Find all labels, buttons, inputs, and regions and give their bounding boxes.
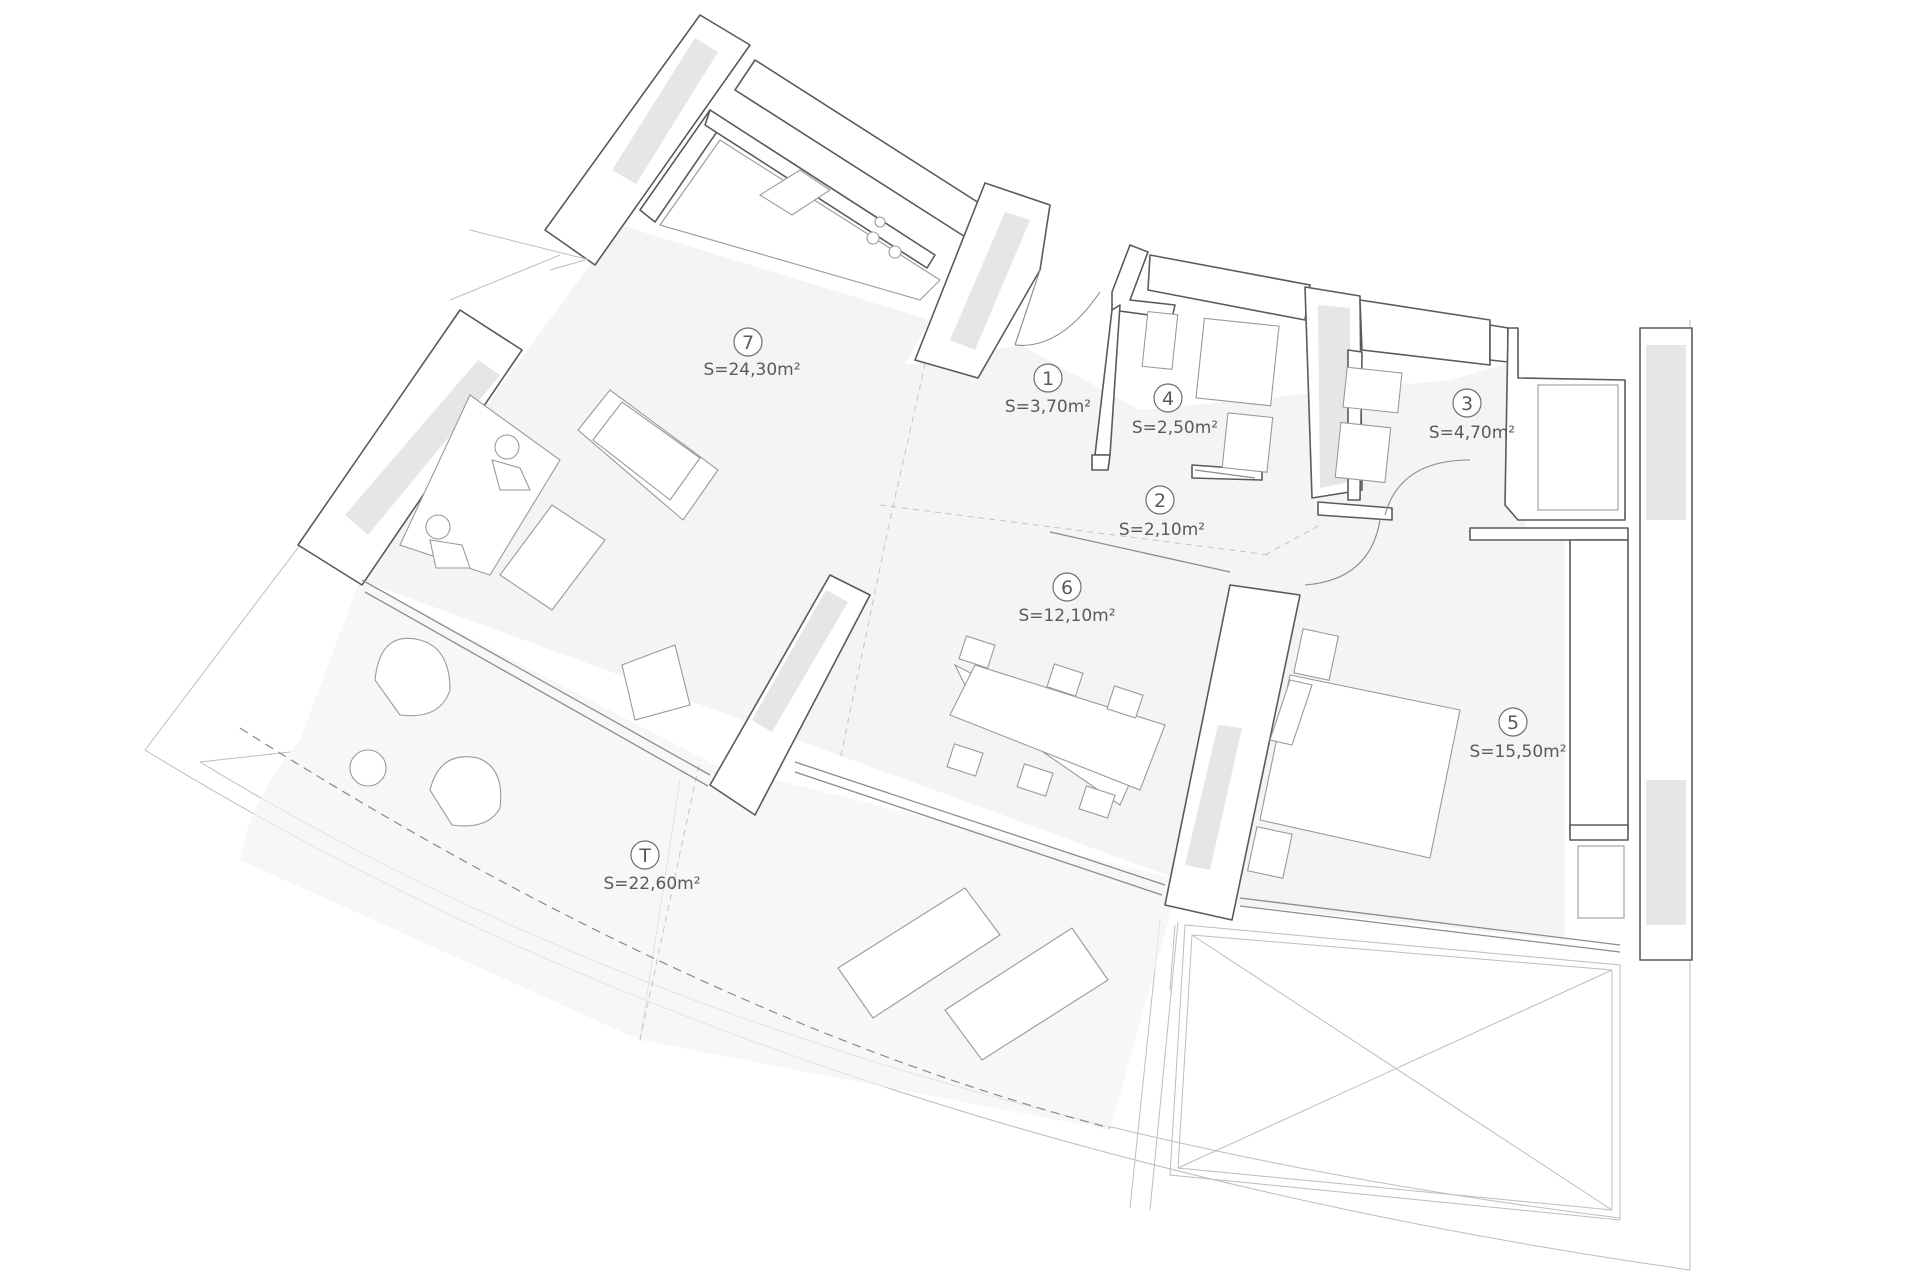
room-label-6: 6 S=12,10m² — [1018, 572, 1116, 626]
sofa-corner — [399, 394, 561, 576]
terrace-furniture — [349, 637, 1109, 1061]
glazing — [361, 469, 1621, 953]
coffee-table — [499, 504, 606, 611]
room-number: 1 — [1042, 368, 1054, 390]
bed — [1246, 628, 1461, 879]
room-area: S=24,30m² — [703, 360, 800, 380]
room-area: S=2,10m² — [1119, 520, 1205, 540]
dining-table — [946, 635, 1166, 819]
kitchen-counter — [659, 139, 941, 301]
room-area: S=12,10m² — [1018, 606, 1115, 626]
zone-divisions — [239, 319, 1321, 1129]
armchair — [621, 644, 691, 721]
room-number: T — [638, 845, 651, 867]
walls — [297, 14, 1693, 961]
room-label-3: 3 S=4,70m² — [1429, 388, 1515, 443]
room-area: S=22,60m² — [603, 874, 700, 894]
room-number: 4 — [1162, 388, 1174, 410]
doors — [1014, 269, 1471, 586]
room-label-2: 2 S=2,10m² — [1119, 485, 1205, 540]
balcony-right — [1169, 924, 1621, 1221]
room-number: 2 — [1154, 490, 1166, 512]
room-label-7: 7 S=24,30m² — [703, 327, 801, 380]
bathroom-fixtures — [1141, 310, 1625, 919]
room-number: 6 — [1061, 577, 1073, 599]
room-number: 7 — [742, 332, 754, 354]
room-number: 5 — [1507, 712, 1519, 734]
sofa-large — [577, 389, 719, 521]
room-area: S=4,70m² — [1429, 423, 1515, 443]
room-label-1: 1 S=3,70m² — [1005, 363, 1091, 417]
room-label-T: T S=22,60m² — [603, 840, 701, 894]
room-area: S=3,70m² — [1005, 397, 1091, 417]
room-number: 3 — [1461, 393, 1473, 415]
room-label-5: 5 S=15,50m² — [1469, 707, 1567, 762]
room-area: S=15,50m² — [1469, 742, 1566, 762]
room-label-4: 4 S=2,50m² — [1132, 383, 1218, 438]
room-area: S=2,50m² — [1132, 418, 1218, 438]
